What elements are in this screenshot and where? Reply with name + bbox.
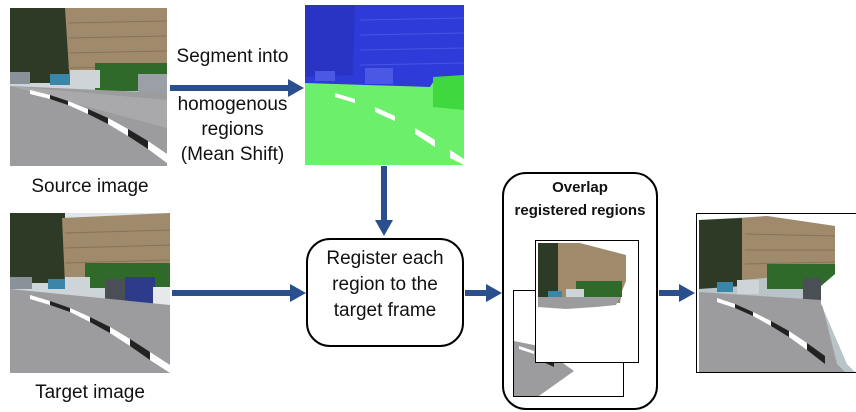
- result-frame: [696, 213, 856, 373]
- segment-label-line3: regions: [201, 119, 264, 140]
- segment-label-line4: (Mean Shift): [180, 144, 285, 165]
- target-image-caption: Target image: [35, 382, 145, 403]
- overlap-label-line2: registered regions: [514, 202, 646, 219]
- register-label-line1: Register each: [326, 248, 444, 269]
- source-image: [10, 8, 168, 166]
- register-label-line2: region to the: [332, 274, 438, 295]
- overlap-label-line1: Overlap: [552, 179, 608, 196]
- register-box: [306, 238, 464, 347]
- result-image: [699, 214, 856, 372]
- segmented-image: [305, 5, 465, 165]
- segment-label-line1: Segment into: [176, 46, 289, 67]
- segment-label-line2: homogenous: [177, 94, 288, 115]
- register-label-line3: target frame: [333, 300, 437, 321]
- source-image-caption: Source image: [31, 176, 149, 197]
- registered-region-front: [535, 240, 639, 363]
- target-image: [10, 213, 171, 373]
